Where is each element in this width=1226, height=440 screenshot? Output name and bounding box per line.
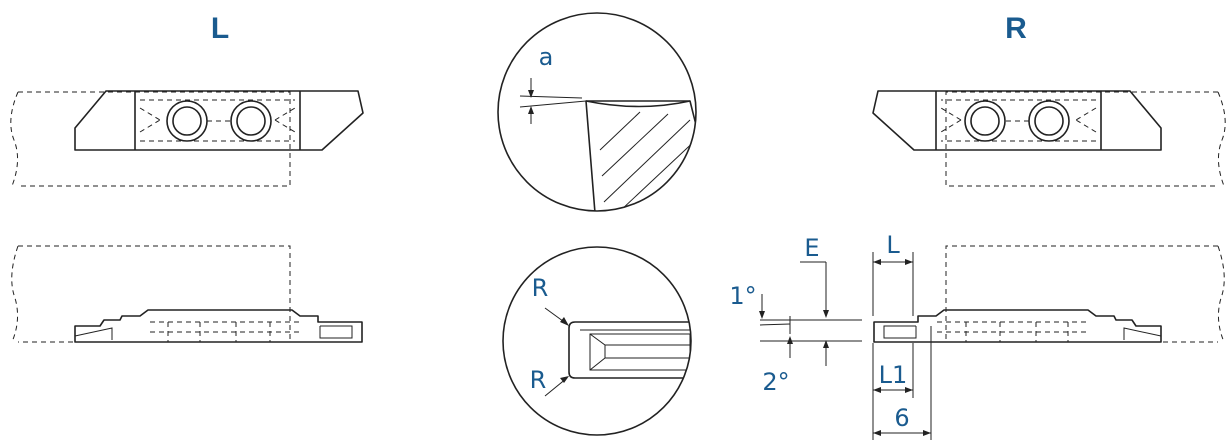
corner-r-top-label: R — [532, 274, 549, 302]
right-insert-side-view — [873, 245, 1226, 343]
corner-r-bottom-label: R — [530, 366, 547, 394]
dimension-annotations: E 1° 2° L L1 6 — [729, 231, 932, 440]
angle-2-label: 2° — [762, 368, 789, 396]
dim-e-label: E — [804, 234, 819, 262]
angle-a-label: a — [539, 43, 554, 71]
left-insert-top-view — [9, 90, 364, 187]
rake-angle-detail: a — [497, 12, 697, 212]
corner-radius-detail: R R — [502, 246, 692, 436]
dim-6-label: 6 — [894, 404, 909, 432]
dim-l-label: L — [886, 231, 900, 259]
right-insert-top-view — [872, 90, 1226, 187]
right-hand-heading: R — [1005, 12, 1027, 45]
dim-l1-label: L1 — [879, 361, 908, 389]
left-insert-side-view — [10, 245, 363, 343]
angle-1-label: 1° — [729, 282, 756, 310]
left-hand-heading: L — [211, 12, 229, 45]
